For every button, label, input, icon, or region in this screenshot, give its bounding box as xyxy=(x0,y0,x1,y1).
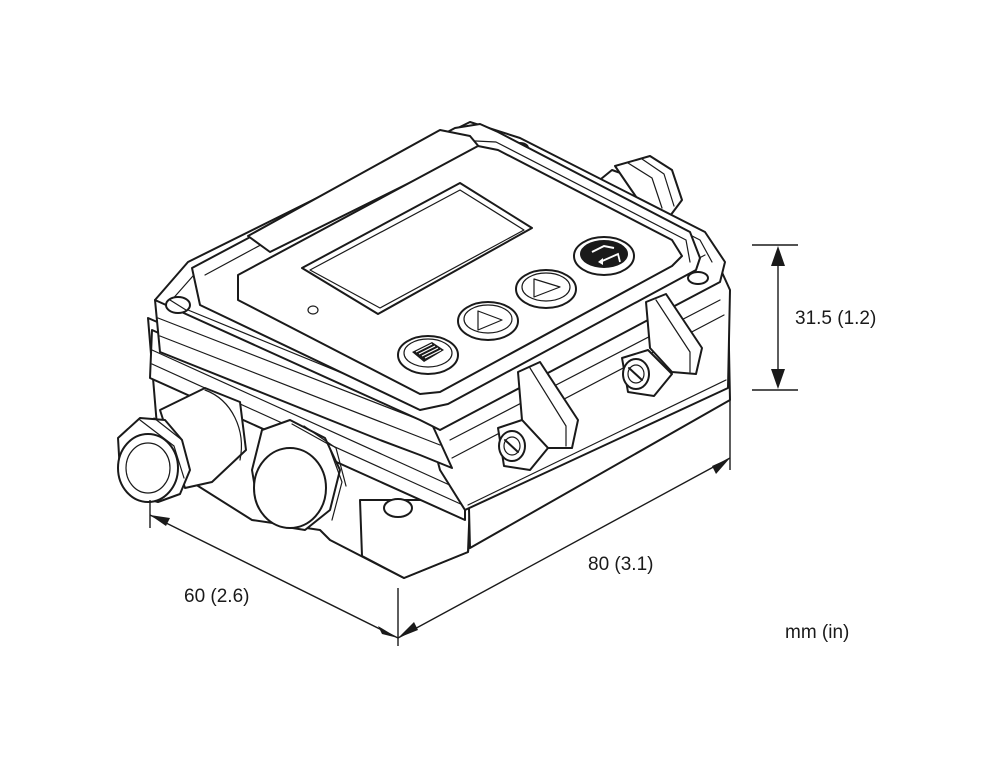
units-label: mm (in) xyxy=(785,622,849,643)
front-cable-gland-right xyxy=(251,419,347,531)
lcd-display-icon xyxy=(301,182,533,315)
width-label: 60 (2.6) xyxy=(184,586,249,607)
label-recess xyxy=(247,129,481,253)
height-label: 31.5 (1.2) xyxy=(795,308,876,329)
shift-enter-button[interactable] xyxy=(573,236,635,276)
length-label: 80 (3.1) xyxy=(588,554,653,575)
lid-latch-right xyxy=(621,293,703,397)
lid-latch-left xyxy=(497,361,579,471)
front-lid xyxy=(191,123,701,411)
length-dimension: 80 (3.1) xyxy=(397,400,731,646)
arrow-head-width-left xyxy=(150,515,170,526)
height-dimension: 31.5 (1.2) xyxy=(752,244,876,391)
arrow-head-down xyxy=(771,369,785,389)
arrow-head-right xyxy=(712,458,730,474)
down-arrow-icon xyxy=(533,278,561,298)
arrow-head-up xyxy=(771,246,785,266)
width-dimension: 60 (2.6) xyxy=(149,500,399,639)
status-led xyxy=(307,305,319,315)
shift-enter-icon xyxy=(591,244,621,265)
menu-icon xyxy=(412,342,444,362)
down-button[interactable] xyxy=(515,269,577,309)
up-arrow-icon xyxy=(477,310,503,331)
up-button[interactable] xyxy=(457,301,519,341)
corner-screw-right xyxy=(687,271,709,285)
menu-button[interactable] xyxy=(397,335,459,375)
front-cable-gland-left xyxy=(117,387,247,503)
arrow-head-left xyxy=(398,622,418,638)
arrow-head-width-right xyxy=(378,626,398,638)
